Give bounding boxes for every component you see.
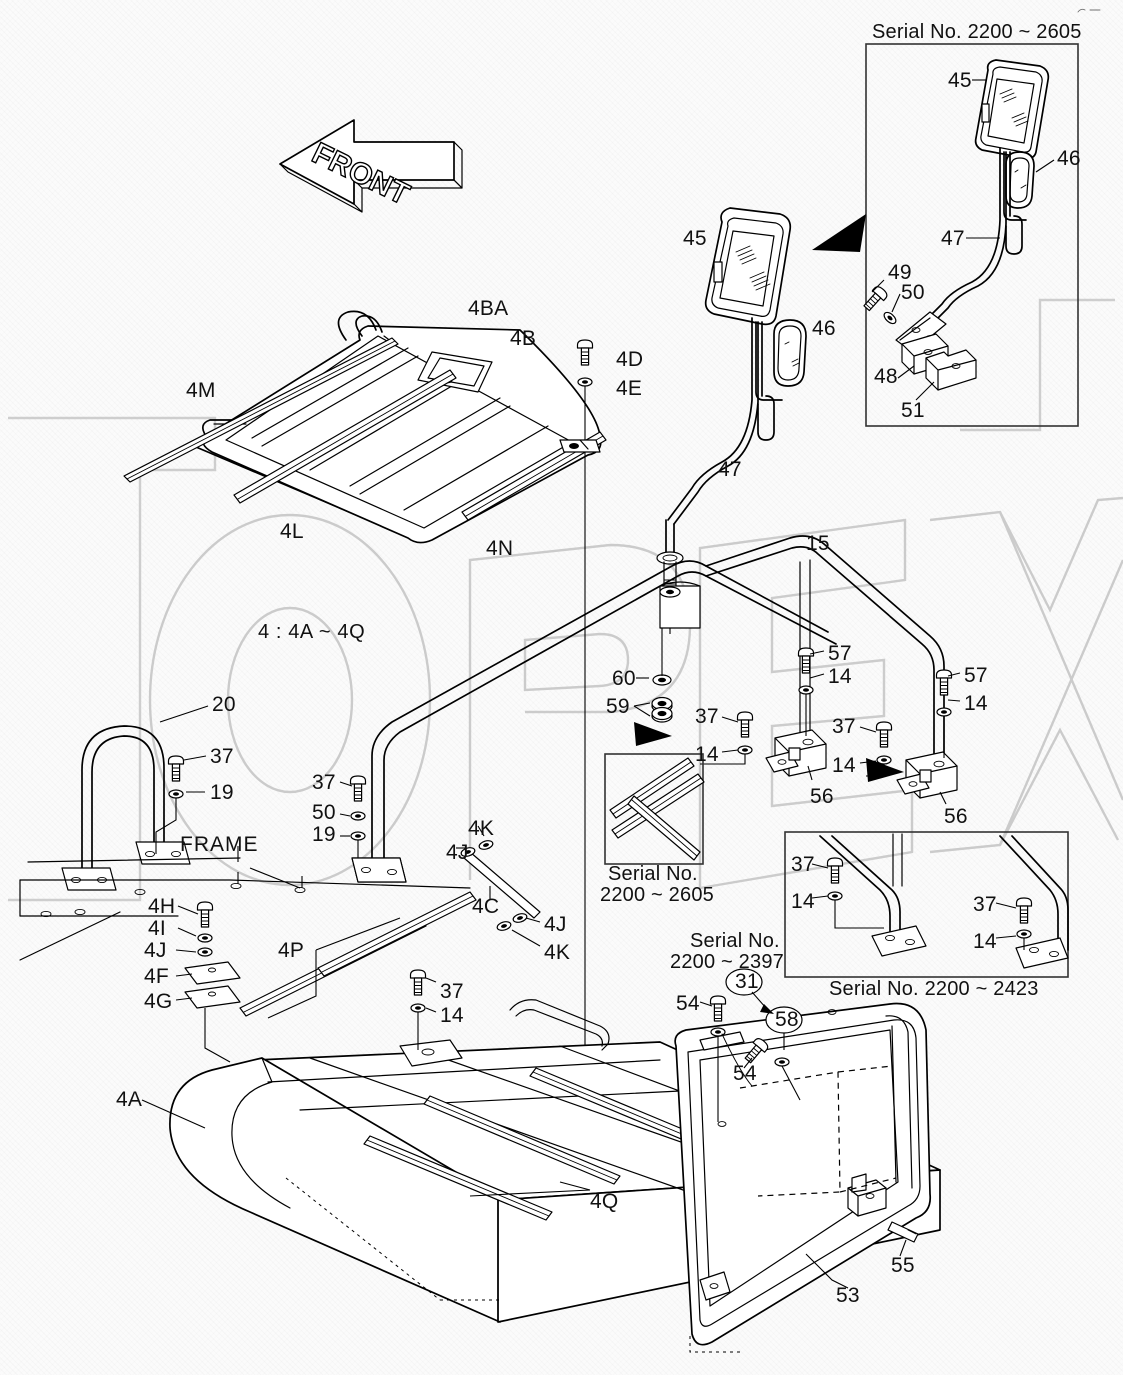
callout-37-inset-right: 37 (973, 893, 997, 916)
canopy-assembly (123, 310, 607, 1058)
callout-31-circled: 31 (735, 970, 759, 993)
callout-4BA: 4BA (468, 297, 509, 320)
corner-mark (1077, 8, 1101, 13)
callout-50-inset: 50 (901, 281, 925, 304)
inset-middle-small (604, 753, 705, 865)
callout-58-circled: 58 (775, 1008, 799, 1031)
callout-51-inset: 51 (901, 399, 925, 422)
callout-4M: 4M (186, 379, 216, 402)
callout-50-leg: 50 (312, 801, 336, 824)
mirror-assembly-main (656, 207, 807, 634)
callout-14-a: 14 (828, 665, 852, 688)
callout-37-base: 37 (440, 980, 464, 1003)
rod-4C (456, 825, 541, 947)
callout-4N: 4N (486, 537, 514, 560)
callout-14-inset-left: 14 (791, 890, 815, 913)
callout-4H: 4H (148, 895, 176, 918)
callout-37-a: 37 (695, 705, 719, 728)
inset-top-right (812, 43, 1079, 427)
frame-deck (19, 846, 471, 961)
callout-56-a: 56 (810, 785, 834, 808)
callout-37-inset-left: 37 (791, 853, 815, 876)
callout-37-handrail: 37 (210, 745, 234, 768)
callout-14-b2: 14 (832, 754, 856, 777)
callout-54-a: 54 (676, 992, 700, 1015)
callout-20: 20 (212, 693, 236, 716)
callout-46-inset: 46 (1057, 147, 1081, 170)
frame-note: FRAME (180, 833, 259, 856)
callout-4J-top: 4J (446, 841, 469, 864)
note-serial-2397-l2: 2200 ~ 2397 (670, 951, 784, 973)
callout-4K-bot: 4K (544, 941, 571, 964)
inset-caption-mid-l1: Serial No. (608, 863, 698, 885)
rear-door-53 (674, 968, 932, 1353)
group-note: 4 : 4A ~ 4Q (258, 621, 366, 643)
inset-caption-mid-l2: 2200 ~ 2605 (600, 884, 714, 906)
front-arrow-graphic: FRONT (279, 119, 463, 213)
callout-37-leg: 37 (312, 771, 336, 794)
callout-57-b: 57 (964, 664, 988, 687)
callout-47-inset: 47 (941, 227, 965, 250)
inset-caption-right-2423: Serial No. 2200 ~ 2423 (829, 978, 1039, 1000)
callout-48-inset: 48 (874, 365, 898, 388)
note-serial-2397-l1: Serial No. (690, 930, 780, 952)
callout-46-main: 46 (812, 317, 836, 340)
callout-45-inset: 45 (948, 69, 972, 92)
callout-56-b: 56 (944, 805, 968, 828)
callout-53: 53 (836, 1284, 860, 1307)
inset-right-2423 (784, 831, 1069, 978)
callout-4D: 4D (616, 348, 644, 371)
rops-leg-fasteners (339, 775, 367, 858)
pad-stack (175, 901, 241, 1063)
callout-4C: 4C (472, 895, 500, 918)
rops-bracket-left-56 (700, 647, 827, 781)
callout-4A: 4A (116, 1088, 143, 1111)
callout-4Q: 4Q (590, 1190, 619, 1213)
callout-19-handrail: 19 (210, 781, 234, 804)
callout-4I: 4I (148, 917, 166, 940)
callout-54-b: 54 (733, 1062, 757, 1085)
callout-4E: 4E (616, 377, 643, 400)
callout-4F: 4F (144, 965, 169, 988)
callout-4P: 4P (278, 939, 305, 962)
callout-57-a: 57 (828, 642, 852, 665)
callout-14-base: 14 (440, 1004, 464, 1027)
callout-14-b: 14 (964, 692, 988, 715)
callout-60: 60 (612, 667, 636, 690)
callout-49-inset: 49 (888, 261, 912, 284)
callout-4J-bot: 4J (544, 913, 567, 936)
rops-rollbar (351, 535, 945, 883)
callout-4L: 4L (280, 520, 304, 543)
callout-4J-pad: 4J (144, 939, 167, 962)
callout-4B: 4B (510, 327, 537, 350)
callout-59: 59 (606, 695, 630, 718)
fastener-stack-60-59 (633, 628, 673, 746)
callout-47-main: 47 (718, 458, 742, 481)
callout-55: 55 (891, 1254, 915, 1277)
handrail-20 (61, 705, 209, 891)
rops-bracket-right-56 (859, 669, 961, 805)
callout-4G: 4G (144, 990, 173, 1013)
callout-15: 15 (806, 532, 830, 555)
callout-37-b: 37 (832, 715, 856, 738)
callout-19-leg: 19 (312, 823, 336, 846)
callout-45-main: 45 (683, 227, 707, 250)
callout-4K-top: 4K (468, 817, 495, 840)
inset-caption-top-right: Serial No. 2200 ~ 2605 (872, 21, 1082, 43)
callout-14-inset-right: 14 (973, 930, 997, 953)
callout-14-a2: 14 (695, 743, 719, 766)
